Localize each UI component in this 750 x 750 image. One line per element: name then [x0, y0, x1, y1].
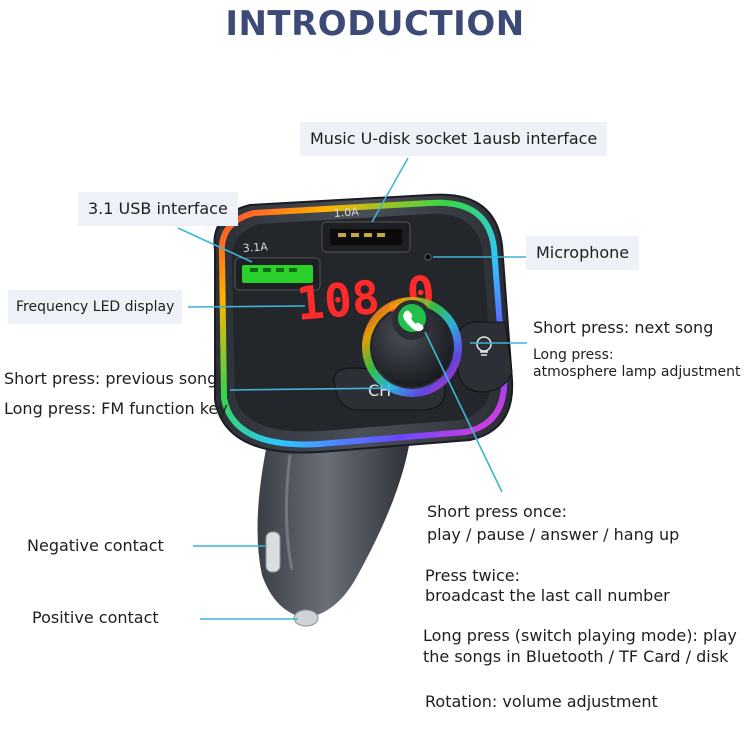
label-prev-song-long: Long press: FM function key [4, 399, 228, 418]
page-title: INTRODUCTION [225, 4, 525, 44]
label-negative-contact: Negative contact [27, 536, 164, 555]
negative-contact [265, 531, 281, 573]
label-press-twice-1: Press twice: [425, 566, 521, 585]
label-long-press-1: Long press (switch playing mode): play [423, 626, 737, 645]
label-microphone: Microphone [526, 236, 640, 270]
label-next-song-long-2: atmosphere lamp adjustment [533, 364, 741, 380]
label-press-once-2: play / pause / answer / hang up [427, 525, 680, 544]
phone-icon [398, 304, 426, 332]
label-press-once-1: Short press once: [427, 502, 567, 521]
label-long-press-2: the songs in Bluetooth / TF Card / disk [423, 647, 729, 666]
microphone-hole [424, 253, 432, 261]
positive-contact [293, 609, 319, 627]
port-label-1-0a: 1.0A [333, 205, 359, 220]
usb-port-1-0a [321, 221, 411, 253]
label-prev-song-short: Short press: previous song [4, 369, 218, 388]
next-song-button [454, 321, 513, 393]
label-next-song-short: Short press: next song [533, 318, 714, 337]
port-label-3-1a: 3.1A [242, 240, 268, 255]
label-press-twice-2: broadcast the last call number [425, 586, 670, 605]
label-usb31: 3.1 USB interface [78, 192, 238, 226]
label-next-song-long-1: Long press: [533, 347, 614, 363]
leader-lines [177, 157, 527, 620]
charger-stem [257, 430, 410, 618]
label-usb-socket: Music U-disk socket 1ausb interface [300, 122, 608, 156]
label-led-display: Frequency LED display [8, 290, 183, 324]
label-positive-contact: Positive contact [32, 608, 159, 627]
label-rotation: Rotation: volume adjustment [425, 692, 658, 711]
usb-port-3-1a [234, 257, 321, 291]
